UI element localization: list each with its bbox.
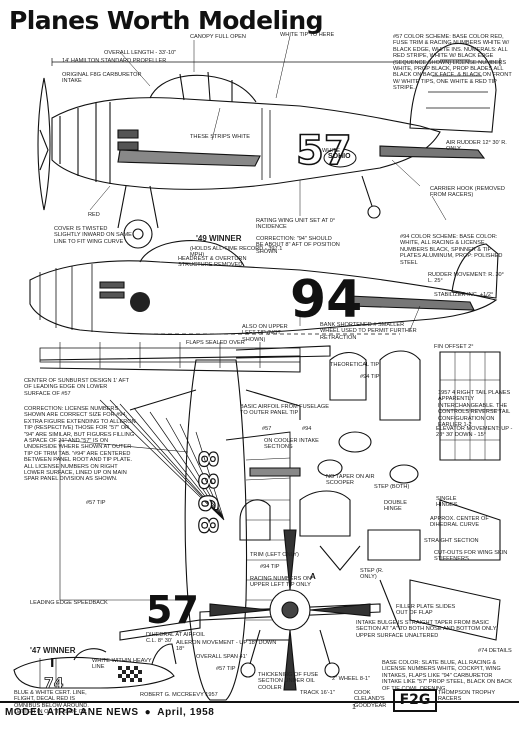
note-cooler-intake: ON COOLER INTAKE SECTIONS xyxy=(264,438,319,451)
note-correction-license: CORRECTION: LICENSE NUMBERS SHOWN ARE CO… xyxy=(24,406,136,483)
note-step-ronly: STEP (R. ONLY) xyxy=(360,568,384,581)
note-racing-numbers: RACING NUMBERS ON UPPER LEFT TIP ONLY xyxy=(250,576,312,589)
cross-sections xyxy=(239,431,501,641)
note-overall-length: OVERALL LENGTH - 33'-10" xyxy=(104,50,177,56)
tailplane-view xyxy=(329,350,501,461)
page-number: 1 xyxy=(352,704,356,711)
note-straight-section: STRAIGHT SECTION xyxy=(424,538,479,544)
note-theoretical: THEORETICAL TIP xyxy=(330,362,380,368)
wing-serial-number: 8868 xyxy=(191,449,222,539)
issue-date: April, 1958 xyxy=(157,707,215,718)
note-filler-plate: FILLER PLATE SLIDES OUT OF FLAP xyxy=(396,604,456,617)
note-canopy: CANOPY FULL OPEN xyxy=(190,34,246,40)
note-no-taper: NO TAPER ON AIR SCOOPER xyxy=(326,474,375,487)
note-thompson: THOMPSON TROPHY RACERS xyxy=(438,690,495,703)
note-tip-57-c: #57 TIP xyxy=(216,666,236,672)
note-tip-94-c: #94 TIP xyxy=(260,564,280,570)
note-winner-47: '47 WINNER xyxy=(30,646,76,655)
note-cook: COOK CLELAND'S GOODYEAR xyxy=(354,690,387,709)
letter-i: I xyxy=(50,656,55,670)
note-track: TRACK 16'-1" xyxy=(300,690,335,696)
note-fin-offset: FIN OFFSET 2° xyxy=(434,344,474,350)
note-white-within: WHITE WITHIN HEAVY LINE xyxy=(92,658,152,671)
note-details-74: #74 DETAILS xyxy=(478,648,512,654)
sohio-logo: SOHIO xyxy=(328,153,351,160)
note-trim-left: TRIM (LEFT ONLY) xyxy=(250,552,299,558)
leader-lines xyxy=(89,35,447,331)
note-carrier-hook: CARRIER HOOK (REMOVED FROM RACERS) xyxy=(430,186,505,199)
note-blue-white: BLUE & WHITE CERT. LINE, FLIGHT, DECAL R… xyxy=(14,690,89,716)
note-winner-49: '49 WINNER xyxy=(196,234,242,243)
note-propeller: 14' HAMILTON STANDARD PROPELLER xyxy=(62,58,167,64)
note-record: (HOLDS ALL-TIME RECORD - 397.1 MPH) xyxy=(190,246,283,259)
note-rudder-movement: RUDDER MOVEMENT: R. 30° L. 25° xyxy=(428,272,504,285)
note-approx-center: APPROX. CENTER OF DIHEDRAL CURVE xyxy=(430,516,489,529)
note-single-hinge: SINGLE HINGES xyxy=(436,496,458,509)
note-strips: THESE STRIPS WHITE xyxy=(190,134,250,140)
footer-rule xyxy=(0,701,519,703)
note-air-rudder: AIR RUDDER 12° 30' R. ONLY xyxy=(446,140,507,153)
note-cutouts: CUT-OUTS FOR WING SKIN STIFFENERS xyxy=(434,550,508,563)
racing-number-94: 94 xyxy=(290,270,363,330)
note-tip-94-b: #94 xyxy=(302,426,312,432)
note-headrest: HEADREST & OVERTURN STRUCTURE REMOVED xyxy=(178,256,247,269)
note-step: STEP (BOTH) xyxy=(374,484,410,490)
note-scheme-94: #94 COLOR SCHEME: BASE COLOR: WHITE, ALL… xyxy=(400,234,503,266)
note-leading-edge: LEADING EDGE SPEEDBACK xyxy=(30,600,108,606)
note-bank: BANK SHORTENED # SMALLER WHEEL USED TO P… xyxy=(320,322,417,341)
note-tip-94: #94 TIP xyxy=(360,374,380,380)
footer: MODEL AIRPLANE NEWS ● April, 1958 xyxy=(5,707,214,718)
note-three-blade: 1957 4 RIGHT TAIL PLANES APPARENTLY INTE… xyxy=(438,390,511,429)
page-title: Planes Worth Modeling xyxy=(9,6,323,35)
note-rating-wing: RATING WING UNIT SET AT 0° INCIDENCE xyxy=(256,218,336,231)
fuselage-markings xyxy=(130,148,357,312)
note-aileron: AILERON MOVEMENT - UP 18° DOWN 18° xyxy=(176,640,277,653)
racing-number-74: 74 xyxy=(44,676,64,693)
note-dihedral: DIHEDRAL AT AIRFOIL C.L. 8° 30' xyxy=(146,632,205,645)
note-correction-94: CORRECTION: "94" SHOULD BE ABOUT 8" AFT … xyxy=(256,236,340,255)
note-base-color: BASE COLOR: SLATE BLUE, ALL RACING & LIC… xyxy=(382,660,512,692)
racing-number-57-lower: 57 xyxy=(146,588,199,632)
f2g-title-box: F2G xyxy=(393,689,437,712)
section-marker-a: A xyxy=(310,572,316,581)
note-white-tip: WHITE TIP TO HERE xyxy=(280,32,335,38)
note-intake-bulge: INTAKE BULGE IS STRAIGHT TAPER FROM BASI… xyxy=(356,620,498,639)
note-tip-57: #57 TIP xyxy=(86,500,106,506)
footer-bullet: ● xyxy=(144,707,152,718)
wing-plan-view xyxy=(39,342,331,701)
note-basic-airfoil: BASIC AIRFOIL FROM FUSELAGE TO OUTER PAN… xyxy=(240,404,329,417)
note-stabilizer: STABILIZER INC. +1/2° xyxy=(434,292,494,298)
note-overall-span: OVERALL SPAN 41' xyxy=(196,654,247,660)
note-carburetor: ORIGINAL F8G CARBURETOR INTAKE xyxy=(62,72,142,85)
note-double-hinge: DOUBLE HINGE xyxy=(384,500,408,513)
side-view-57 xyxy=(37,42,501,249)
magazine-name: MODEL AIRPLANE NEWS xyxy=(5,707,139,718)
racing-number-57: 57 xyxy=(295,127,352,175)
note-cover: COVER IS TWISTED SLIGHTLY INWARD ON SAME… xyxy=(54,226,132,245)
note-wheel: 2" WHEEL 8-1" xyxy=(332,676,370,682)
note-center-insert: CENTER OF SUNBURST DESIGN 1' AFT OF LEAD… xyxy=(24,378,129,397)
note-thickening: THICKENING OF FUSE SECTION UNDER OIL COO… xyxy=(258,672,319,691)
front-view xyxy=(119,529,381,691)
note-scheme-57: #57 COLOR SCHEME: BASE COLOR RED, FUSE T… xyxy=(393,34,512,92)
note-credit: ROBERT G. McCREEVY 1957 xyxy=(140,692,218,698)
note-red: RED xyxy=(88,212,100,218)
note-white: WHITE xyxy=(322,148,341,154)
note-upper-left: ALSO ON UPPER LEFT TIP (NOT SHOWN) xyxy=(242,324,288,343)
side-view-94 xyxy=(29,240,499,336)
side-view-74 xyxy=(13,643,177,689)
note-flaps: FLAPS SEALED OVER xyxy=(186,340,245,346)
note-elevator: ELEVATOR MOVEMENT: UP - 28° 30' DOWN - 1… xyxy=(436,426,513,439)
note-tip-57-b: #57 xyxy=(262,426,272,432)
